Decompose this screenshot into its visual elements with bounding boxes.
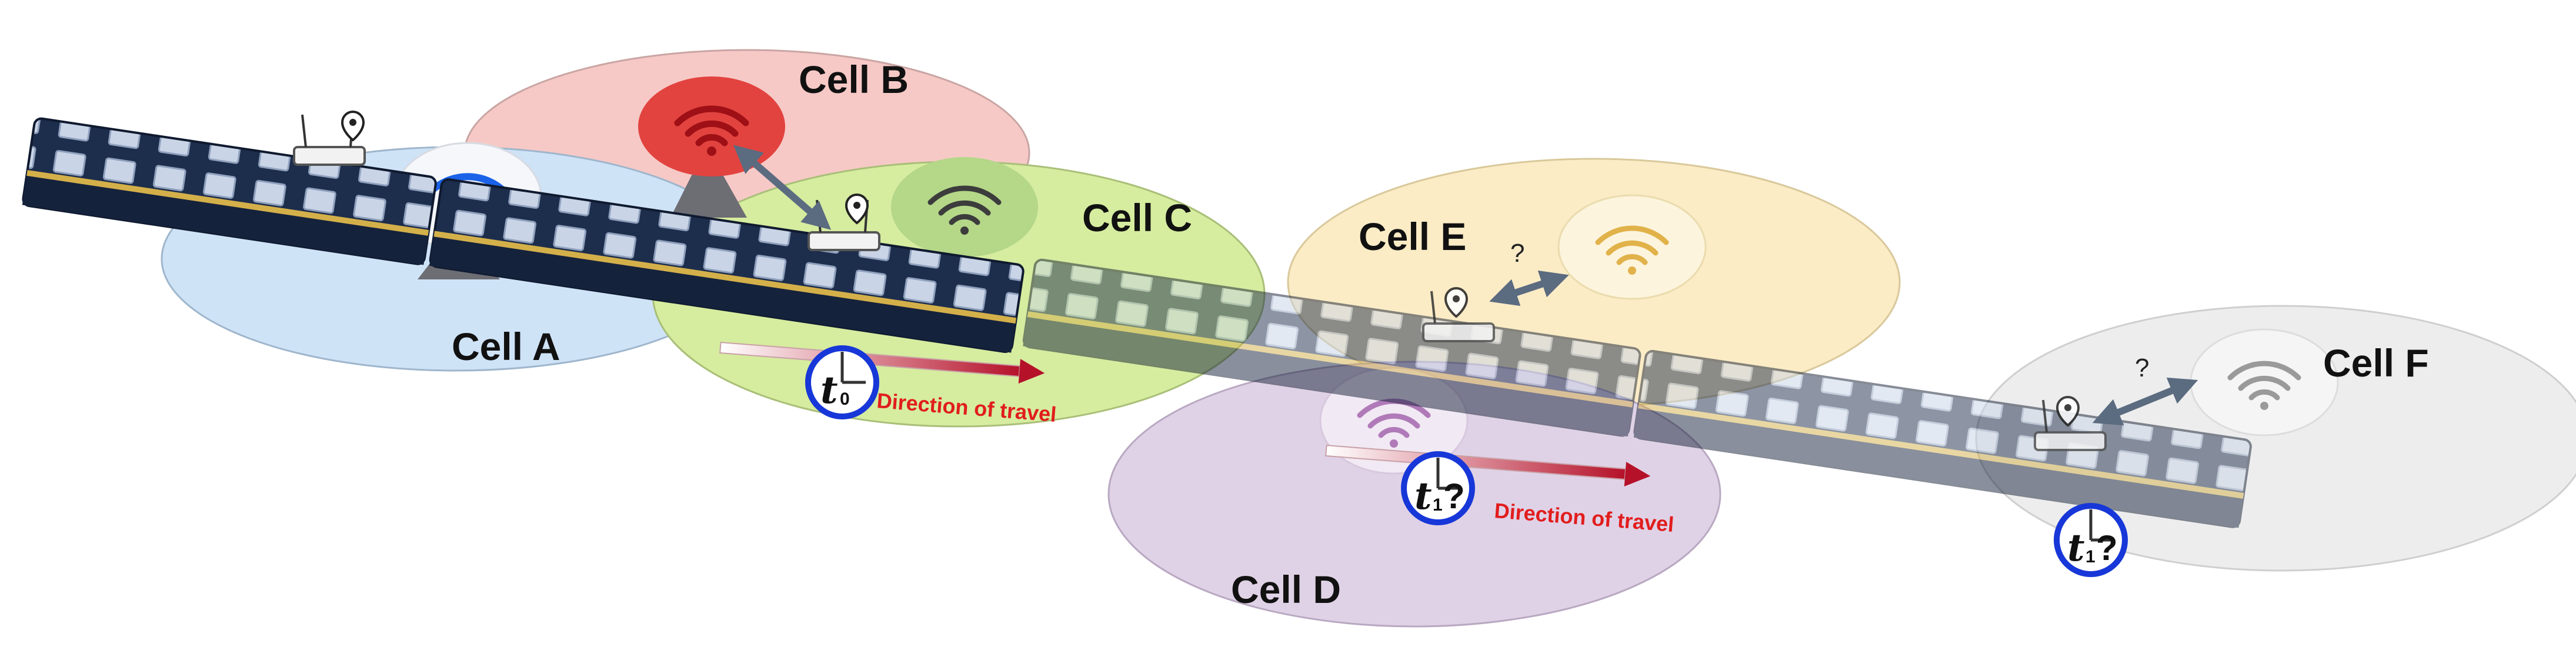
connection-arrow-cell-e [1489, 270, 1569, 306]
cell-c-label: Cell C [1082, 196, 1192, 239]
wifi-icon [1595, 225, 1669, 275]
cell-d-label: Cell D [1231, 568, 1341, 611]
wifi-icon [2227, 361, 2301, 410]
router-icon [1422, 287, 1495, 342]
cell-f-label: Cell F [2323, 341, 2429, 385]
connection-arrow-cell-f [2092, 377, 2198, 426]
connection-arrow-cell-b [733, 145, 832, 230]
train-current-position [22, 117, 1025, 353]
connection-links: ? ? [733, 145, 2198, 426]
train [22, 117, 2252, 528]
clock-t0: t 0 [805, 345, 879, 419]
cell-f-base-station [2190, 328, 2339, 436]
clock-t1-second-letter: t [2067, 526, 2085, 570]
direction-arrow-2 [1325, 444, 1651, 486]
clock-t1-first: t 1 ? [1401, 451, 1475, 525]
onboard-routers [293, 111, 2107, 451]
wifi-icon [927, 185, 1002, 235]
clock-t1-second-subscript: 1 [2086, 547, 2095, 566]
wifi-icon [674, 105, 749, 156]
cell-c-base-station [891, 157, 1038, 257]
router-icon [2034, 396, 2107, 451]
cell-b-label: Cell B [799, 58, 909, 101]
train-future-position [1022, 258, 2252, 528]
clock-t0-subscript: 0 [840, 389, 850, 409]
cell-labels: Cell A Cell B Cell C Cell D Cell E Cell … [452, 58, 2429, 611]
router-icon [807, 194, 880, 251]
cell-e-base-station [1557, 194, 1707, 300]
clock-t1-second-question: ? [2096, 528, 2118, 568]
cell-e-label: Cell E [1359, 215, 1466, 258]
unknown-link-mark-cell-f: ? [2135, 354, 2149, 382]
clock-t1-first-question: ? [1443, 476, 1465, 516]
router-icon [293, 111, 366, 166]
clock-t1-second: t 1 ? [2054, 503, 2128, 577]
clock-t0-letter: t [820, 368, 838, 412]
cell-a-label: Cell A [452, 325, 560, 368]
time-markers: t 0 t 1 ? t 1 ? [805, 345, 2128, 577]
unknown-link-mark-cell-e: ? [1510, 239, 1524, 268]
clock-t1-first-letter: t [1414, 474, 1432, 518]
clock-t1-first-subscript: 1 [1433, 495, 1443, 515]
